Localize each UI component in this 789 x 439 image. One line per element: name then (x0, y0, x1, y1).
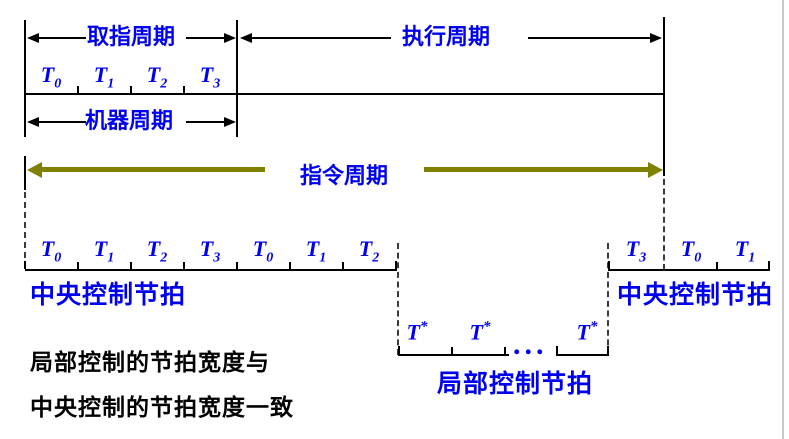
machine-arrow-line (186, 121, 226, 123)
dashed-guide-local-left (397, 243, 399, 355)
dashed-guide-local-right (607, 243, 609, 355)
local-ruler-segment (556, 354, 609, 356)
beat-label: T1 (93, 62, 115, 92)
fetch-arrowhead-left-icon (27, 33, 39, 43)
beat-label: T2 (358, 236, 380, 266)
ruler-end (607, 346, 609, 354)
fetch-arrow-line (186, 37, 226, 39)
central-control-label-left: 中央控制节拍 (30, 282, 187, 309)
fetch-arrowhead-right-icon (224, 33, 236, 43)
beat-tick (130, 86, 132, 94)
central-ruler-right (608, 269, 770, 271)
dashed-guide-left (24, 192, 26, 268)
exec-cycle-label: 执行周期 (402, 24, 491, 49)
machine-arrowhead-left-icon (27, 117, 39, 127)
beat-tick (130, 262, 132, 269)
note-line-2: 中央控制的节拍宽度一致 (30, 395, 294, 420)
beat-label: T3 (199, 62, 221, 92)
beat-tick (716, 262, 718, 269)
machine-cycle-label: 机器周期 (85, 108, 174, 133)
fetch-arrow-line (38, 37, 86, 39)
beat-label: T0 (40, 236, 62, 266)
central-ruler-left (25, 269, 397, 271)
beat-tick (183, 86, 185, 94)
beat-tick (183, 262, 185, 269)
ruler-end (556, 346, 558, 354)
ruler-end (24, 261, 26, 269)
beat-label: T0 (40, 62, 62, 92)
cycle-boundary-middle (236, 20, 238, 137)
exec-arrow-line (528, 37, 652, 39)
main-timeline (25, 93, 665, 95)
cycle-boundary-left (24, 20, 26, 137)
ruler-end (768, 261, 770, 269)
local-control-label: 局部控制节拍 (437, 371, 594, 398)
beat-tick (236, 262, 238, 269)
beat-tick (289, 262, 291, 269)
beat-label: T* (469, 319, 491, 345)
instruction-arrow-line (424, 167, 648, 172)
exec-arrowhead-right-icon (650, 33, 662, 43)
ruler-end (395, 261, 397, 269)
beat-label: T* (406, 319, 428, 345)
beat-label: T0 (680, 236, 702, 266)
ruler-end (398, 346, 400, 354)
fetch-cycle-label: 取指周期 (87, 24, 176, 49)
local-ruler-segment (398, 354, 509, 356)
beat-label: T1 (305, 236, 327, 266)
beat-tick (77, 262, 79, 269)
instruction-arrowhead-left-icon (27, 162, 42, 178)
note-line-1: 局部控制的节拍宽度与 (30, 350, 270, 375)
beat-label: T0 (252, 236, 274, 266)
instruction-cycle-label: 指令周期 (300, 163, 389, 188)
instruction-arrowhead-right-icon (648, 162, 663, 178)
beat-tick (77, 86, 79, 94)
page-edge-line (782, 0, 784, 439)
exec-arrow-line (251, 37, 391, 39)
machine-arrowhead-right-icon (224, 117, 236, 127)
beat-label: T* (576, 319, 598, 345)
dashed-guide-right (663, 179, 665, 270)
ellipsis-dots: ... (513, 328, 548, 361)
beat-tick (342, 262, 344, 269)
instruction-cycle-left-bound (24, 156, 26, 190)
beat-label: T1 (734, 236, 756, 266)
beat-label: T2 (146, 62, 168, 92)
beat-label: T3 (625, 236, 647, 266)
ruler-end (608, 261, 610, 269)
machine-arrow-line (38, 121, 86, 123)
cycle-boundary-right (663, 17, 665, 176)
central-control-label-right: 中央控制节拍 (617, 282, 774, 309)
instruction-arrow-line (41, 167, 265, 172)
beat-tick (451, 347, 453, 354)
beat-label: T1 (93, 236, 115, 266)
beat-tick (504, 347, 506, 354)
beat-label: T2 (146, 236, 168, 266)
beat-label: T3 (199, 236, 221, 266)
exec-arrowhead-left-icon (240, 33, 252, 43)
